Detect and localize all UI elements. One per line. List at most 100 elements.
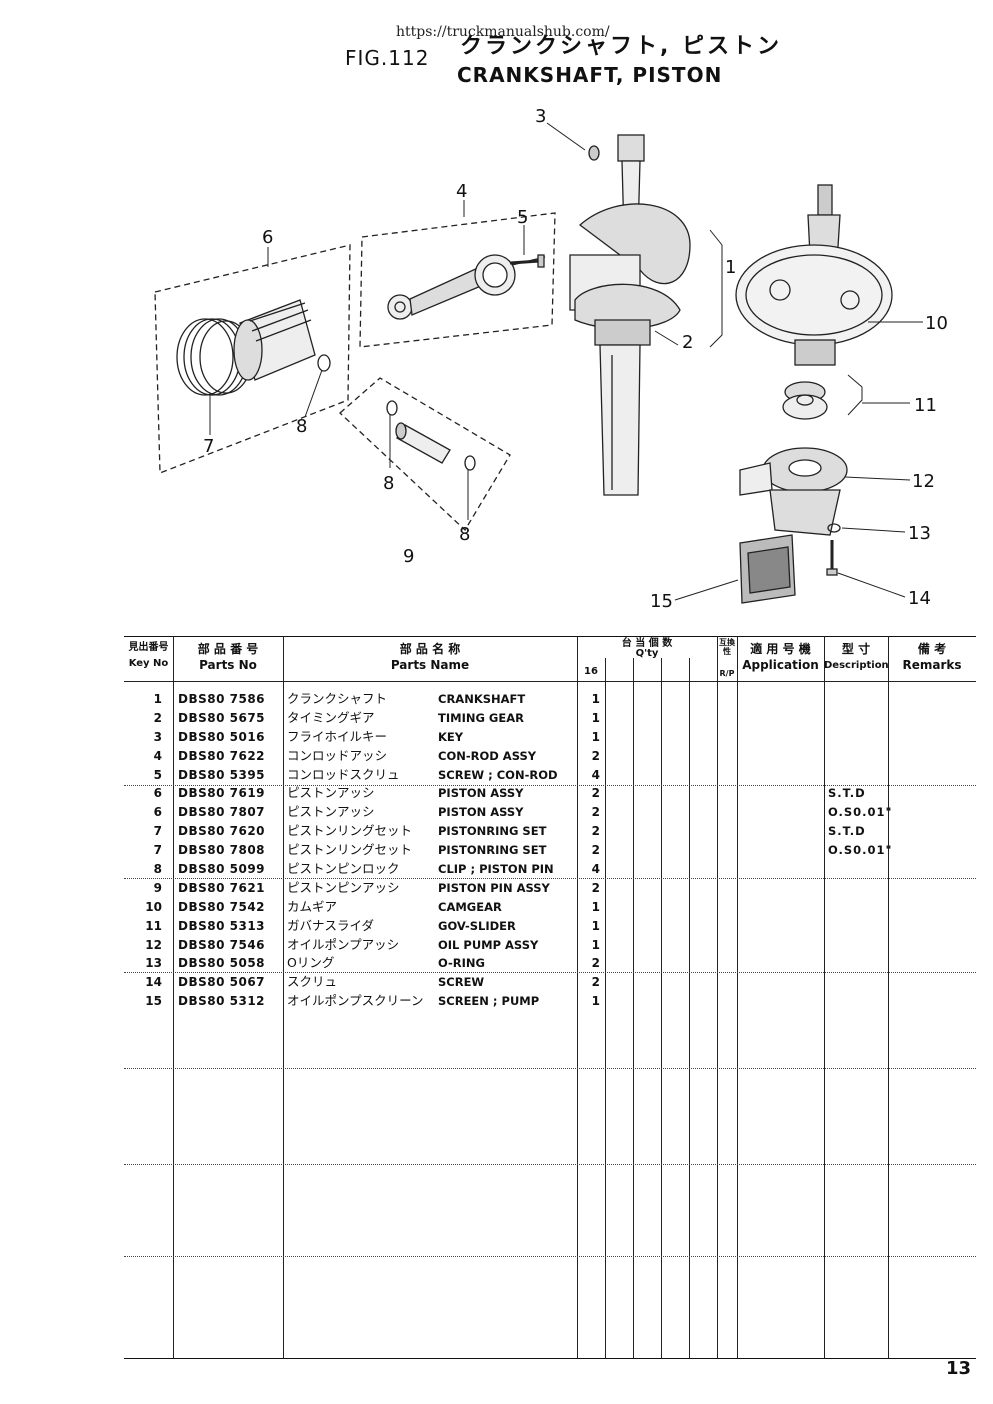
callout-14: 14: [908, 588, 931, 609]
part-name-jp: ピストンピンアッシ: [287, 879, 400, 895]
header-desc-en: Description: [824, 660, 889, 671]
key-no: 7: [153, 824, 162, 839]
header-parts-en: Parts No: [199, 658, 257, 672]
qty: 4: [591, 862, 600, 877]
callout-8a: 8: [296, 416, 307, 437]
part-no: DBS80 7546: [178, 937, 266, 952]
part-no: DBS80 5675: [178, 710, 266, 725]
callout-11: 11: [914, 395, 937, 416]
source-url: https://truckmanualshub.com/: [396, 24, 610, 40]
qty: 1: [591, 899, 600, 914]
callout-8b: 8: [383, 473, 394, 494]
connecting-rod: [387, 254, 546, 320]
camshaft-camgear: [735, 184, 893, 366]
part-name-en: SCREW ; CON-ROD: [438, 767, 558, 782]
key-no: 3: [153, 729, 162, 744]
callout-13: 13: [908, 523, 931, 544]
key-no: 10: [145, 899, 162, 914]
part-name-en: CRANKSHAFT: [438, 692, 526, 706]
part-no: DBS80 5099: [178, 862, 266, 877]
clip-pin-left: [386, 400, 398, 416]
clip-pin-right: [464, 455, 476, 471]
part-name-en: OIL PUMP ASSY: [438, 937, 539, 952]
callout-15: 15: [650, 591, 673, 612]
key-no: 6: [153, 786, 162, 801]
qty: 2: [591, 748, 600, 763]
title-english: CRANKSHAFT, PISTON: [457, 63, 723, 87]
part-name-jp: オイルポンプスクリーン: [287, 993, 424, 1009]
callout-6: 6: [262, 227, 273, 248]
part-name-jp: カムギア: [287, 898, 338, 914]
part-name-en: PISTON PIN ASSY: [438, 880, 550, 895]
key-no: 6: [153, 805, 162, 820]
header-qty-model: 16: [584, 666, 598, 677]
header-remarks-en: Remarks: [902, 658, 962, 672]
header-parts-jp: 部 品 番 号: [197, 642, 259, 656]
part-name-en: SCREW: [438, 975, 485, 990]
header-interchange-en: R/P: [719, 669, 735, 678]
part-name-en: CAMGEAR: [438, 899, 502, 914]
part-name-jp: オイルポンプアッシ: [287, 936, 400, 952]
qty: 1: [591, 692, 600, 706]
part-name-en: PISTONRING SET: [438, 824, 547, 839]
part-name-jp: ピストンアッシ: [287, 785, 375, 801]
header-application-jp: 適 用 号 機: [750, 642, 811, 656]
key-no: 11: [145, 918, 162, 933]
part-name-en: GOV-SLIDER: [438, 918, 516, 933]
header-qty-en: Q'ty: [635, 648, 659, 659]
header-key-en: Key No: [128, 658, 169, 669]
description: O.S0.01": [828, 843, 893, 858]
key-no: 15: [145, 994, 162, 1009]
part-name-en: SCREEN ; PUMP: [438, 994, 540, 1009]
part-name-jp: スクリュ: [287, 974, 338, 990]
callout-12: 12: [912, 471, 935, 492]
part-no: DBS80 5058: [178, 956, 266, 971]
table-row: 10 DBS80 7542 カムギア CAMGEAR 1: [124, 898, 976, 917]
part-no: DBS80 5312: [178, 994, 266, 1009]
key-no: 14: [145, 975, 162, 990]
description: O.S0.01": [828, 805, 893, 820]
qty: 1: [591, 710, 600, 725]
part-no: DBS80 5067: [178, 975, 266, 990]
part-no: DBS80 5313: [178, 918, 266, 933]
crankshaft: [569, 134, 691, 496]
qty: 1: [591, 729, 600, 744]
part-name-jp: タイミングギア: [287, 709, 375, 725]
page-number: 13: [946, 1358, 972, 1379]
flywheel-key: [588, 145, 600, 161]
part-name-en: PISTONRING SET: [438, 843, 547, 858]
part-no: DBS80 7542: [178, 899, 266, 914]
qty: 2: [591, 880, 600, 895]
callout-1: 1: [725, 257, 736, 278]
parts-table: 見出番号 Key No 部 品 番 号 Parts No 部 品 名 称 Par…: [124, 636, 976, 1359]
part-name-jp: Oリング: [287, 955, 335, 971]
part-no: DBS80 5016: [178, 729, 266, 744]
callout-10: 10: [925, 313, 948, 334]
key-no: 12: [145, 937, 162, 952]
callout-8c: 8: [459, 524, 470, 545]
header-interchange-jp: 互換性: [719, 638, 735, 656]
conrod-screw: [509, 254, 545, 268]
part-no: DBS80 7808: [178, 843, 266, 858]
description: S.T.D: [828, 786, 866, 801]
part-no: DBS80 7619: [178, 786, 266, 801]
key-no: 4: [153, 748, 162, 763]
part-name-en: TIMING GEAR: [438, 710, 524, 725]
piston: [233, 299, 316, 381]
pump-screen: [739, 534, 796, 604]
callout-2: 2: [682, 332, 693, 353]
key-no: 13: [145, 956, 162, 971]
part-no: DBS80 7586: [178, 692, 266, 706]
qty: 1: [591, 918, 600, 933]
